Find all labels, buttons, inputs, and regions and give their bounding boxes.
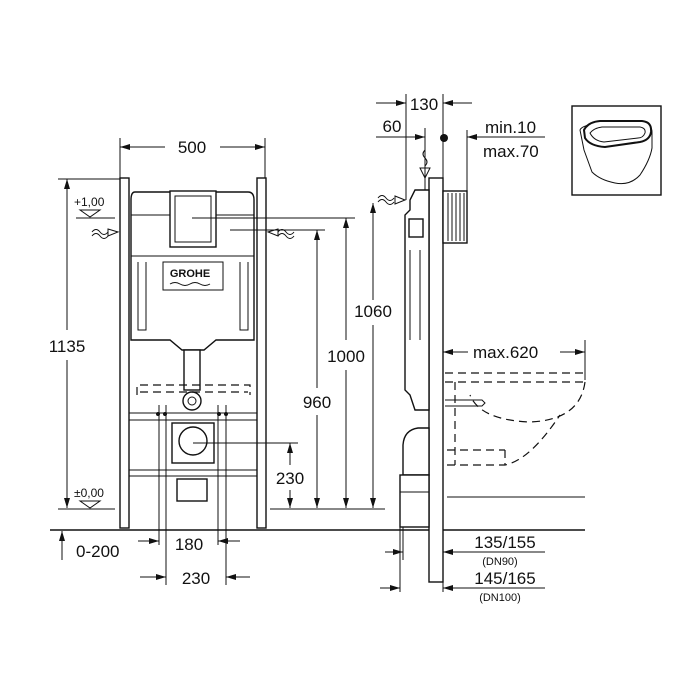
svg-text:max.620: max.620 (473, 343, 538, 362)
dimension-0-200: 0-200 (59, 531, 119, 561)
svg-text:960: 960 (303, 393, 331, 412)
side-view: 130 60 min.10 max.70 (354, 94, 586, 604)
level-marker-zero: ±0,00 (58, 486, 115, 510)
dimension-230-width: 230 (140, 569, 250, 588)
svg-text:GROHE: GROHE (170, 268, 210, 280)
svg-text:230: 230 (182, 569, 210, 588)
dimension-500: 500 (119, 138, 266, 180)
wall-panel (428, 177, 444, 583)
water-inlet-top-icon (422, 149, 428, 167)
svg-text:180: 180 (175, 535, 203, 554)
svg-text:130: 130 (410, 95, 438, 114)
svg-text:230: 230 (276, 469, 304, 488)
svg-text:min.10: min.10 (485, 118, 536, 137)
dimension-max620: max.620 (443, 340, 586, 380)
frame-post-left (119, 177, 130, 529)
front-view: 500 1135 +1,00 ±0,00 (49, 138, 585, 588)
cistern (130, 191, 255, 351)
dimension-130: 130 (376, 94, 472, 200)
svg-text:145/165: 145/165 (474, 569, 535, 588)
flush-plate (169, 190, 217, 248)
wall-hung-toilet-icon (571, 105, 662, 196)
dimension-1135: 1135 (49, 178, 120, 508)
dimension-960: 960 (303, 230, 331, 508)
svg-text:0-200: 0-200 (76, 542, 119, 561)
svg-text:(DN100): (DN100) (479, 592, 521, 604)
svg-text:60: 60 (383, 117, 402, 136)
svg-text:1135: 1135 (49, 337, 86, 356)
svg-text:1000: 1000 (327, 347, 365, 366)
dimension-1000: 1000 (327, 218, 365, 508)
svg-text:1060: 1060 (354, 302, 392, 321)
svg-text:max.70: max.70 (483, 142, 539, 161)
level-marker-top: +1,00 (74, 195, 115, 219)
dimension-1060: 1060 (354, 203, 392, 508)
dimension-wall-thickness: min.10 max.70 (466, 118, 545, 195)
svg-text:(DN90): (DN90) (482, 556, 517, 568)
svg-text:500: 500 (178, 138, 206, 157)
dimension-145-165: 145/165 (DN100) (380, 569, 545, 604)
water-inlet-left-icon (91, 229, 109, 239)
svg-text:+1,00: +1,00 (74, 195, 105, 209)
svg-text:135/155: 135/155 (474, 533, 535, 552)
frame-post-right (256, 177, 267, 529)
wall-point-icon (440, 134, 448, 142)
svg-text:±0,00: ±0,00 (74, 486, 104, 500)
dimension-60: 60 (376, 117, 426, 190)
wall-thickness-block (442, 190, 468, 244)
wall-hung-bowl-outline (445, 372, 586, 466)
dimension-180: 180 (138, 535, 240, 554)
cistern-side (404, 189, 430, 411)
water-inlet-right-icon (277, 229, 295, 239)
dimension-230-height: 230 (193, 442, 304, 508)
grohe-logo (162, 261, 224, 291)
dimension-135-155: 135/155 (DN90) (385, 533, 545, 568)
